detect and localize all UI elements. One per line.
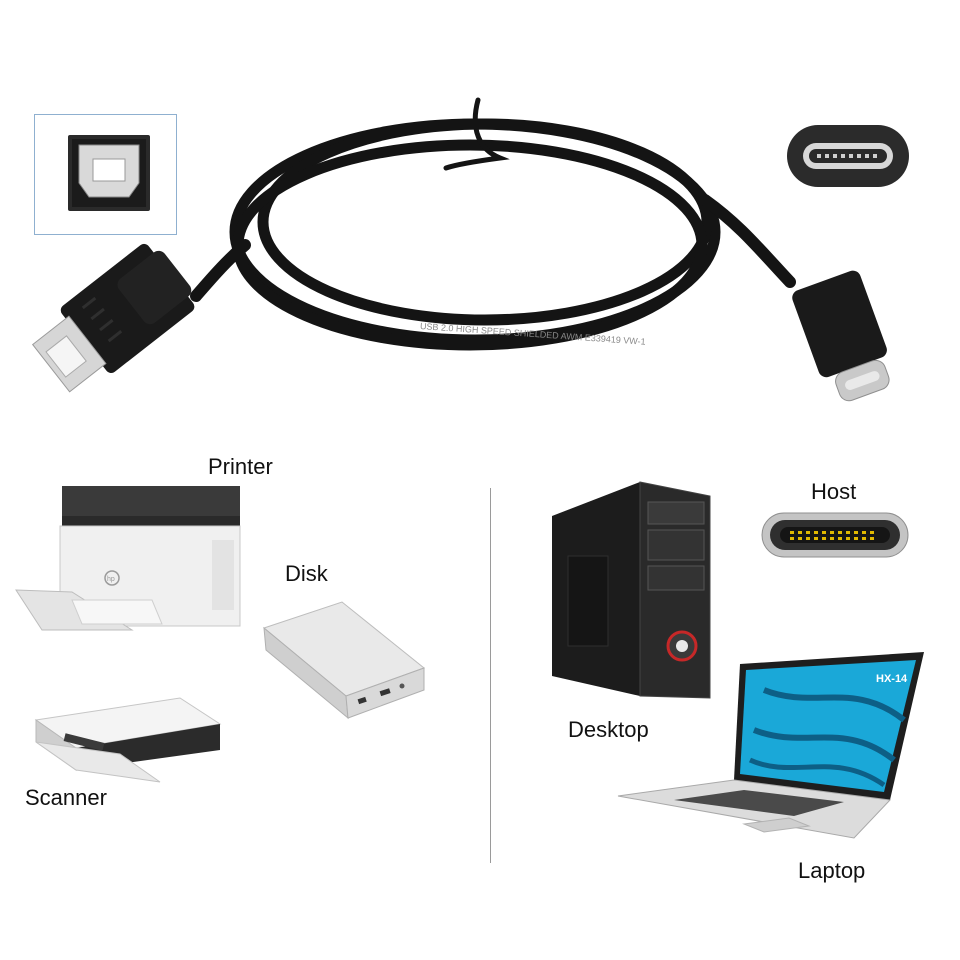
printer-image: hp <box>15 486 241 631</box>
usb-c-connector <box>792 270 890 402</box>
scanner-image <box>34 697 222 783</box>
disk-image <box>262 601 426 720</box>
usb-b-connector <box>31 243 195 393</box>
desktop-label: Desktop <box>568 717 649 742</box>
usb-cable: USB 2.0 HIGH SPEED SHIELDED AWM E339419 … <box>31 97 890 402</box>
host-label: Host <box>811 479 857 504</box>
printer-brand: hp <box>107 576 115 583</box>
usb-b-port-inset <box>34 114 177 235</box>
scanner-label: Scanner <box>25 785 107 810</box>
disk-label: Disk <box>285 561 328 586</box>
laptop-image: HX-14 <box>617 652 924 839</box>
usb-b-port-icon <box>68 135 150 211</box>
printer-label: Printer <box>208 454 273 479</box>
desktop-image <box>552 481 711 699</box>
laptop-label: Laptop <box>798 858 866 883</box>
usb-c-port-icon <box>787 125 909 187</box>
divider <box>490 488 491 863</box>
laptop-screen-badge: HX-14 <box>876 673 908 685</box>
usb-c-host-port-icon <box>761 512 909 558</box>
